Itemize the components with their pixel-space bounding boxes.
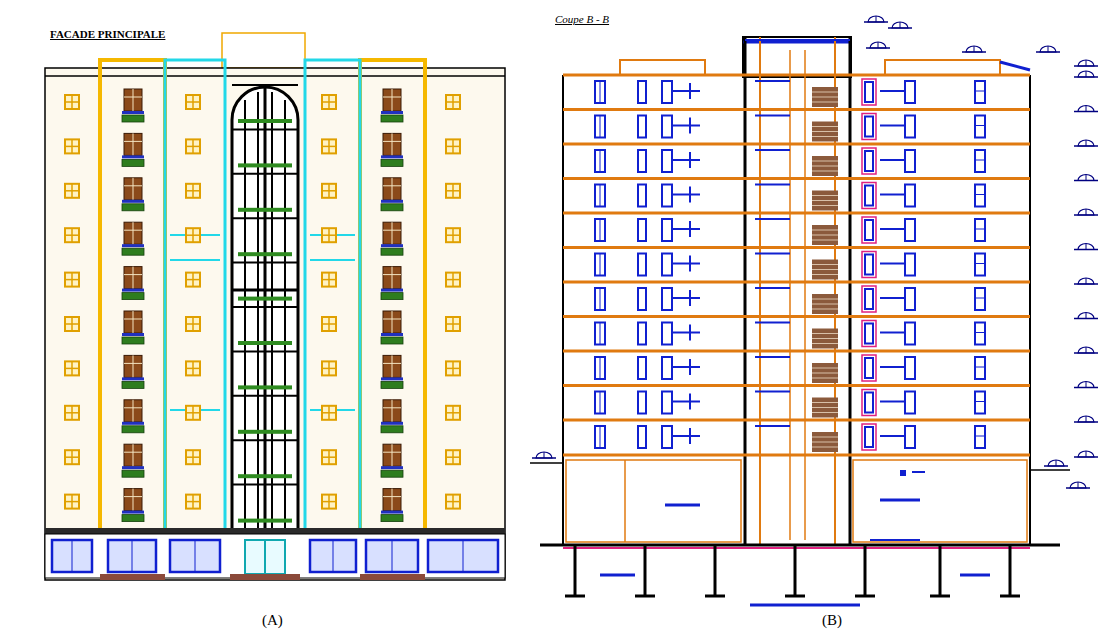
drawing-title: FACADE PRINCIPALE (48, 28, 167, 40)
panel-label: (A) (260, 612, 285, 629)
facade-elevation (45, 33, 505, 580)
building-section (530, 16, 1098, 605)
panel-label: (B) (820, 612, 844, 629)
section-title: Coupe B - B (553, 13, 611, 25)
